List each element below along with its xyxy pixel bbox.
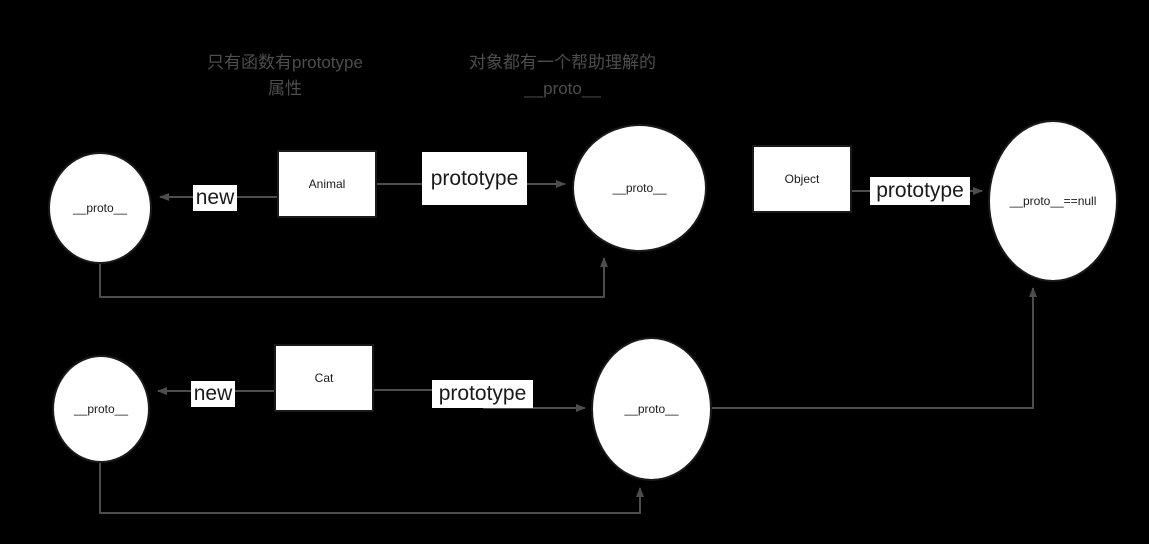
- edge-label-animal-prototype: prototype: [422, 152, 527, 205]
- node-cat-instance-proto[interactable]: __proto__: [52, 355, 150, 463]
- node-animal[interactable]: Animal: [277, 150, 377, 218]
- node-object-prototype-proto[interactable]: __proto__==null: [988, 120, 1118, 282]
- edge-label-cat-new: new: [191, 381, 235, 407]
- node-object[interactable]: Object: [752, 145, 852, 213]
- edge-label-cat-prototype: prototype: [432, 380, 533, 408]
- edge-cat-instance-to-prototype: [99, 462, 644, 514]
- node-cat-prototype-proto[interactable]: __proto__: [591, 337, 712, 481]
- node-animal-prototype-proto[interactable]: __proto__: [572, 124, 707, 252]
- note-proto: 对象都有一个帮助理解的 __proto__: [469, 53, 656, 98]
- edge-label-object-prototype: prototype: [870, 177, 970, 205]
- node-animal-instance-proto[interactable]: __proto__: [48, 152, 152, 264]
- edge-instance-to-animal-prototype: [99, 257, 608, 298]
- note-prototype: 只有函数有prototype 属性: [207, 53, 363, 98]
- edge-cat-prototype-to-null: [712, 287, 1037, 409]
- node-cat[interactable]: Cat: [274, 344, 374, 412]
- edge-label-animal-new: new: [193, 185, 237, 211]
